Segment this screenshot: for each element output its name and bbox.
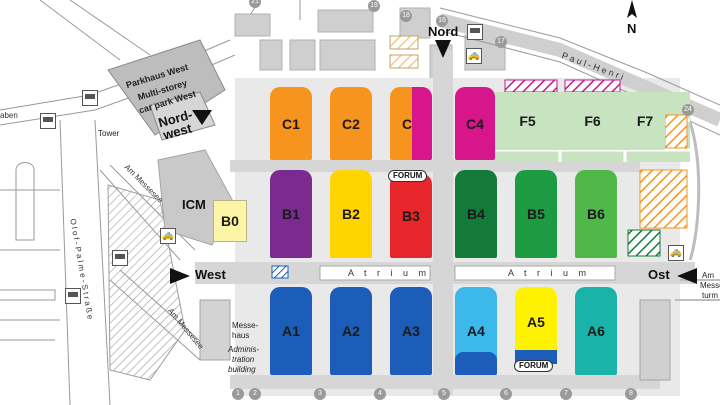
street-graben-label: aben bbox=[0, 111, 18, 120]
entrance-marker: 6 bbox=[500, 388, 512, 400]
hall-a6[interactable]: A6 bbox=[575, 287, 617, 375]
east-label-2: Messe bbox=[700, 281, 720, 290]
hall-label: B5 bbox=[527, 206, 545, 222]
hall-label: F6 bbox=[584, 113, 601, 129]
hall-label: A1 bbox=[282, 323, 300, 339]
hall-label: A4 bbox=[467, 323, 485, 339]
hall-c2[interactable]: C2 bbox=[330, 87, 372, 160]
hall-b6[interactable]: B6 bbox=[575, 170, 617, 258]
east-label-3: turm bbox=[702, 291, 718, 300]
bus-stop-icon bbox=[82, 90, 98, 106]
hall-label: A2 bbox=[342, 323, 360, 339]
admin-label-2: tration bbox=[232, 355, 255, 364]
hall-label: C1 bbox=[282, 115, 300, 132]
bus-stop-icon bbox=[65, 288, 81, 304]
hall-label: C2 bbox=[342, 115, 360, 132]
bus-stop-icon bbox=[112, 250, 128, 266]
taxi-icon: 🚕 bbox=[668, 245, 684, 261]
hall-b5[interactable]: B5 bbox=[515, 170, 557, 258]
bus-stop-icon bbox=[40, 113, 56, 129]
hall-a2[interactable]: A2 bbox=[330, 287, 372, 375]
hall-f7[interactable]: F7 bbox=[625, 92, 665, 150]
forum-label: FORUM bbox=[388, 170, 428, 182]
atrium-label: A t r i u m bbox=[508, 268, 591, 278]
hall-c1[interactable]: C1 bbox=[270, 87, 312, 160]
entrance-marker: 24 bbox=[682, 104, 694, 116]
hall-label: C4 bbox=[466, 115, 484, 132]
entrance-marker: 7 bbox=[560, 388, 572, 400]
hall-label: B0 bbox=[221, 213, 239, 229]
entrance-marker: 8 bbox=[625, 388, 637, 400]
entrance-marker: 1 bbox=[232, 388, 244, 400]
hall-a4-band bbox=[455, 352, 497, 375]
hall-f5[interactable]: F5 bbox=[495, 92, 560, 150]
hall-label: A6 bbox=[587, 323, 605, 339]
taxi-icon: 🚕 bbox=[160, 228, 176, 244]
bus-stop-icon bbox=[467, 24, 483, 40]
admin-label-1: Adminis- bbox=[228, 345, 260, 354]
taxi-icon: 🚕 bbox=[466, 48, 482, 64]
entrance-marker: 19 bbox=[368, 0, 380, 12]
messehaus-label-1: Messe- bbox=[232, 321, 259, 330]
hall-b0[interactable]: B0 bbox=[213, 200, 247, 242]
hall-label: F5 bbox=[519, 113, 536, 129]
gate-ost-label: Ost bbox=[648, 267, 670, 282]
east-label-1: Am bbox=[702, 271, 714, 280]
atrium-label: A t r i u m bbox=[348, 268, 431, 278]
messehaus-label-2: haus bbox=[232, 331, 250, 340]
hall-label: B6 bbox=[587, 206, 605, 222]
hall-c3-pink-strip bbox=[412, 87, 432, 160]
nordwest-gate-arrow-icon bbox=[192, 110, 212, 125]
hall-c4[interactable]: C4 bbox=[455, 87, 495, 160]
hall-a3[interactable]: A3 bbox=[390, 287, 432, 375]
tower-label: Tower bbox=[98, 129, 120, 138]
entrance-marker: 17 bbox=[495, 36, 507, 48]
entrance-marker: 21 bbox=[249, 0, 261, 8]
hall-label: F7 bbox=[636, 113, 654, 129]
hall-b1[interactable]: B1 bbox=[270, 170, 312, 258]
hall-b3[interactable]: B3 bbox=[390, 174, 432, 258]
entrance-marker: 16 bbox=[436, 15, 448, 27]
hall-a5[interactable]: A5 bbox=[515, 287, 557, 357]
hall-f6[interactable]: F6 bbox=[560, 92, 625, 150]
hall-label: A3 bbox=[402, 323, 420, 339]
compass-n-label: N bbox=[627, 21, 637, 36]
entrance-marker: 4 bbox=[374, 388, 386, 400]
nord-gate-arrow-icon bbox=[435, 40, 451, 58]
compass-north-icon bbox=[627, 0, 637, 18]
gate-nord-label: Nord bbox=[428, 24, 459, 39]
entrance-marker: 18 bbox=[400, 10, 412, 22]
hall-label: B4 bbox=[467, 206, 485, 222]
hall-a1[interactable]: A1 bbox=[270, 287, 312, 375]
hall-label: B2 bbox=[342, 206, 360, 222]
gate-west-label: West bbox=[195, 267, 226, 282]
entrance-marker: 2 bbox=[249, 388, 261, 400]
west-gate-arrow-icon bbox=[170, 268, 190, 284]
entrance-marker: 3 bbox=[314, 388, 326, 400]
entrance-marker: 5 bbox=[438, 388, 450, 400]
hall-label: B1 bbox=[282, 206, 300, 222]
hall-label: B3 bbox=[402, 208, 420, 224]
icm-label: ICM bbox=[182, 197, 206, 212]
hall-b2[interactable]: B2 bbox=[330, 170, 372, 258]
hall-label: A5 bbox=[527, 314, 545, 330]
hall-b4[interactable]: B4 bbox=[455, 170, 497, 258]
forum-label: FORUM bbox=[514, 360, 554, 372]
ost-gate-arrow-icon bbox=[677, 268, 697, 284]
admin-label-3: building bbox=[228, 365, 256, 374]
